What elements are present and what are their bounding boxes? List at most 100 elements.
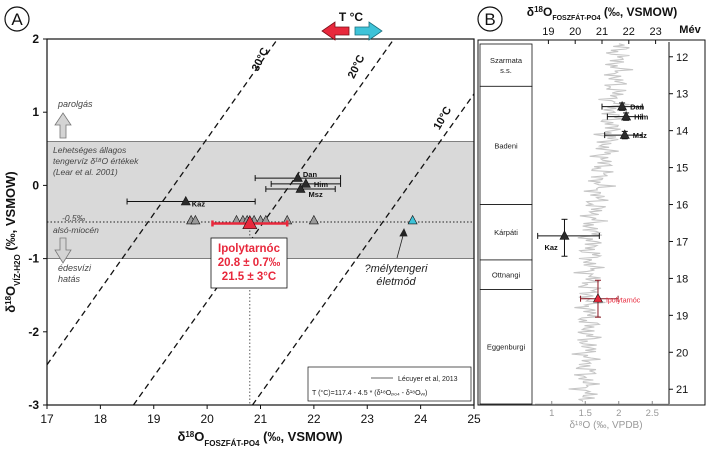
cold-arrow-icon bbox=[354, 21, 383, 41]
data-point-label: Kaz bbox=[544, 243, 558, 252]
freshwater-label-2: hatás bbox=[58, 274, 81, 284]
x-label-o: O bbox=[194, 429, 204, 444]
x-label-sub: FOSZFÁT-PO4 bbox=[204, 439, 260, 448]
deep-sea-label-1: ?mélytengeri bbox=[365, 263, 429, 275]
y-label-sup: 18 bbox=[4, 295, 13, 304]
stage-label-2: Kárpáti bbox=[494, 228, 518, 237]
x-tick-label: 23 bbox=[361, 412, 375, 426]
stage-box-4 bbox=[479, 289, 533, 405]
x-axis-label: δ18OFOSZFÁT-PO4 (‰, VSMOW) bbox=[177, 429, 342, 448]
panel-b-frame bbox=[477, 39, 706, 406]
reference-label-2: alsó-miocén bbox=[53, 225, 99, 235]
right-tick-label: 20 bbox=[676, 347, 688, 359]
y-label-unit: (‰, VSMOW) bbox=[3, 171, 18, 254]
isotherm-line-0 bbox=[47, 39, 279, 366]
x-label-unit: (‰, VSMOW) bbox=[260, 429, 343, 444]
ipolytarnoc-box-line-1: 20.8 ± 0.7‰ bbox=[218, 257, 281, 269]
reference-label-1: -0,5‰ bbox=[62, 213, 86, 223]
freshwater-label-1: édesvízi bbox=[58, 263, 92, 273]
evaporation-label: parolgás bbox=[57, 99, 93, 109]
y-tick-label: -3 bbox=[28, 398, 39, 412]
top-label-unit: (‰, VSMOW) bbox=[601, 5, 678, 19]
right-axis-label: Mév bbox=[679, 24, 701, 36]
data-point-label: Msz bbox=[633, 131, 647, 140]
stage-label-3: Ottnangi bbox=[492, 271, 521, 280]
top-tick-label: 21 bbox=[596, 26, 608, 38]
top-tick-label: 20 bbox=[569, 26, 581, 38]
stage-box-2 bbox=[479, 204, 533, 261]
x-label-delta: δ bbox=[177, 429, 185, 444]
ipolytarnoc-box-line-0: Ipolytarnóc bbox=[218, 243, 281, 255]
bottom-tick-label: 1.5 bbox=[579, 408, 592, 419]
benthic-curve bbox=[568, 43, 634, 403]
right-tick-label: 19 bbox=[676, 310, 688, 322]
top-label-sub: FOSZFÁT-PO4 bbox=[552, 13, 600, 22]
isotherm-label-0: 30°C bbox=[250, 46, 272, 73]
formula-equation: T (°C)=117.4 - 4.5 * (δ¹⁸Oₚₒ₄ - δ¹⁸Oᵥᵥ) bbox=[312, 389, 427, 397]
right-tick-label: 18 bbox=[676, 273, 688, 285]
band-label-line-2: (Lear et al. 2001) bbox=[53, 167, 118, 177]
panel-a-circle bbox=[4, 6, 30, 32]
x-tick-label: 24 bbox=[414, 412, 428, 426]
top-label-sup: 18 bbox=[534, 5, 543, 14]
right-tick-label: 15 bbox=[676, 163, 688, 175]
bottom-tick-label: 2.5 bbox=[646, 408, 659, 419]
benthic-curve-path bbox=[568, 43, 634, 403]
y-tick-label: -2 bbox=[28, 325, 39, 339]
x-tick-label: 25 bbox=[467, 412, 481, 426]
data-point-marker bbox=[407, 214, 418, 225]
y-tick-label: 2 bbox=[32, 32, 39, 46]
data-point-label: Him bbox=[314, 180, 329, 189]
right-tick-label: 21 bbox=[676, 384, 688, 396]
bottom-tick-label: 2 bbox=[616, 408, 621, 419]
stage-box-0 bbox=[479, 43, 533, 87]
panel-b-circle bbox=[477, 6, 503, 32]
right-tick-label: 16 bbox=[676, 200, 688, 212]
deep-sea-label-2: életmód bbox=[376, 276, 416, 288]
data-point-marker bbox=[592, 293, 603, 303]
stage-label-0: s.s. bbox=[500, 66, 512, 75]
x-tick-label: 17 bbox=[40, 412, 54, 426]
data-point-marker bbox=[308, 214, 319, 225]
ipolytarnoc-box-line-2: 21.5 ± 3°C bbox=[222, 271, 276, 283]
y-label-o: O bbox=[3, 286, 18, 296]
band-label-line-0: Lehetséges állagos bbox=[53, 145, 127, 155]
x-tick-label: 21 bbox=[254, 412, 268, 426]
band-label-line-1: tengervíz δ¹⁸O értékek bbox=[53, 156, 139, 166]
right-tick-label: 13 bbox=[676, 89, 688, 101]
y-label-delta: δ bbox=[3, 305, 18, 313]
deep-sea-pointer-head bbox=[399, 228, 408, 237]
warm-arrow-icon bbox=[321, 21, 350, 41]
panel-b-letter: B bbox=[484, 10, 495, 29]
top-tick-label: 19 bbox=[542, 26, 554, 38]
formula-reference: Lécuyer et al, 2013 bbox=[398, 376, 458, 383]
panel-a-letter: A bbox=[11, 10, 23, 29]
data-point-marker bbox=[619, 129, 630, 139]
stage-box-3 bbox=[479, 259, 533, 290]
data-point-marker bbox=[295, 183, 306, 193]
data-point-marker bbox=[300, 178, 311, 188]
data-point-marker bbox=[180, 195, 191, 206]
temperature-arrow-label: T °C bbox=[339, 10, 363, 24]
data-point-label: Ipolytarnóc bbox=[606, 298, 641, 305]
data-point-label: Dan bbox=[303, 170, 318, 179]
data-point-label: Kaz bbox=[192, 200, 206, 209]
right-tick-label: 17 bbox=[676, 236, 688, 248]
bottom-tick-label: 1 bbox=[549, 408, 554, 419]
stage-label-1: Badeni bbox=[494, 141, 518, 150]
freshwater-arrow-icon bbox=[54, 237, 72, 264]
top-axis-label: δ18OFOSZFÁT-PO4 (‰, VSMOW) bbox=[527, 5, 677, 22]
right-tick-label: 14 bbox=[676, 126, 688, 138]
data-point-marker bbox=[617, 100, 628, 111]
isotherm-line-2 bbox=[251, 93, 474, 405]
data-point-marker bbox=[292, 172, 303, 182]
data-point-marker bbox=[242, 215, 258, 230]
data-point-label: Him bbox=[634, 113, 649, 122]
bottom-axis-label: δ¹⁸O (‰, VPDB) bbox=[569, 420, 642, 431]
right-tick-label: 12 bbox=[676, 52, 688, 64]
